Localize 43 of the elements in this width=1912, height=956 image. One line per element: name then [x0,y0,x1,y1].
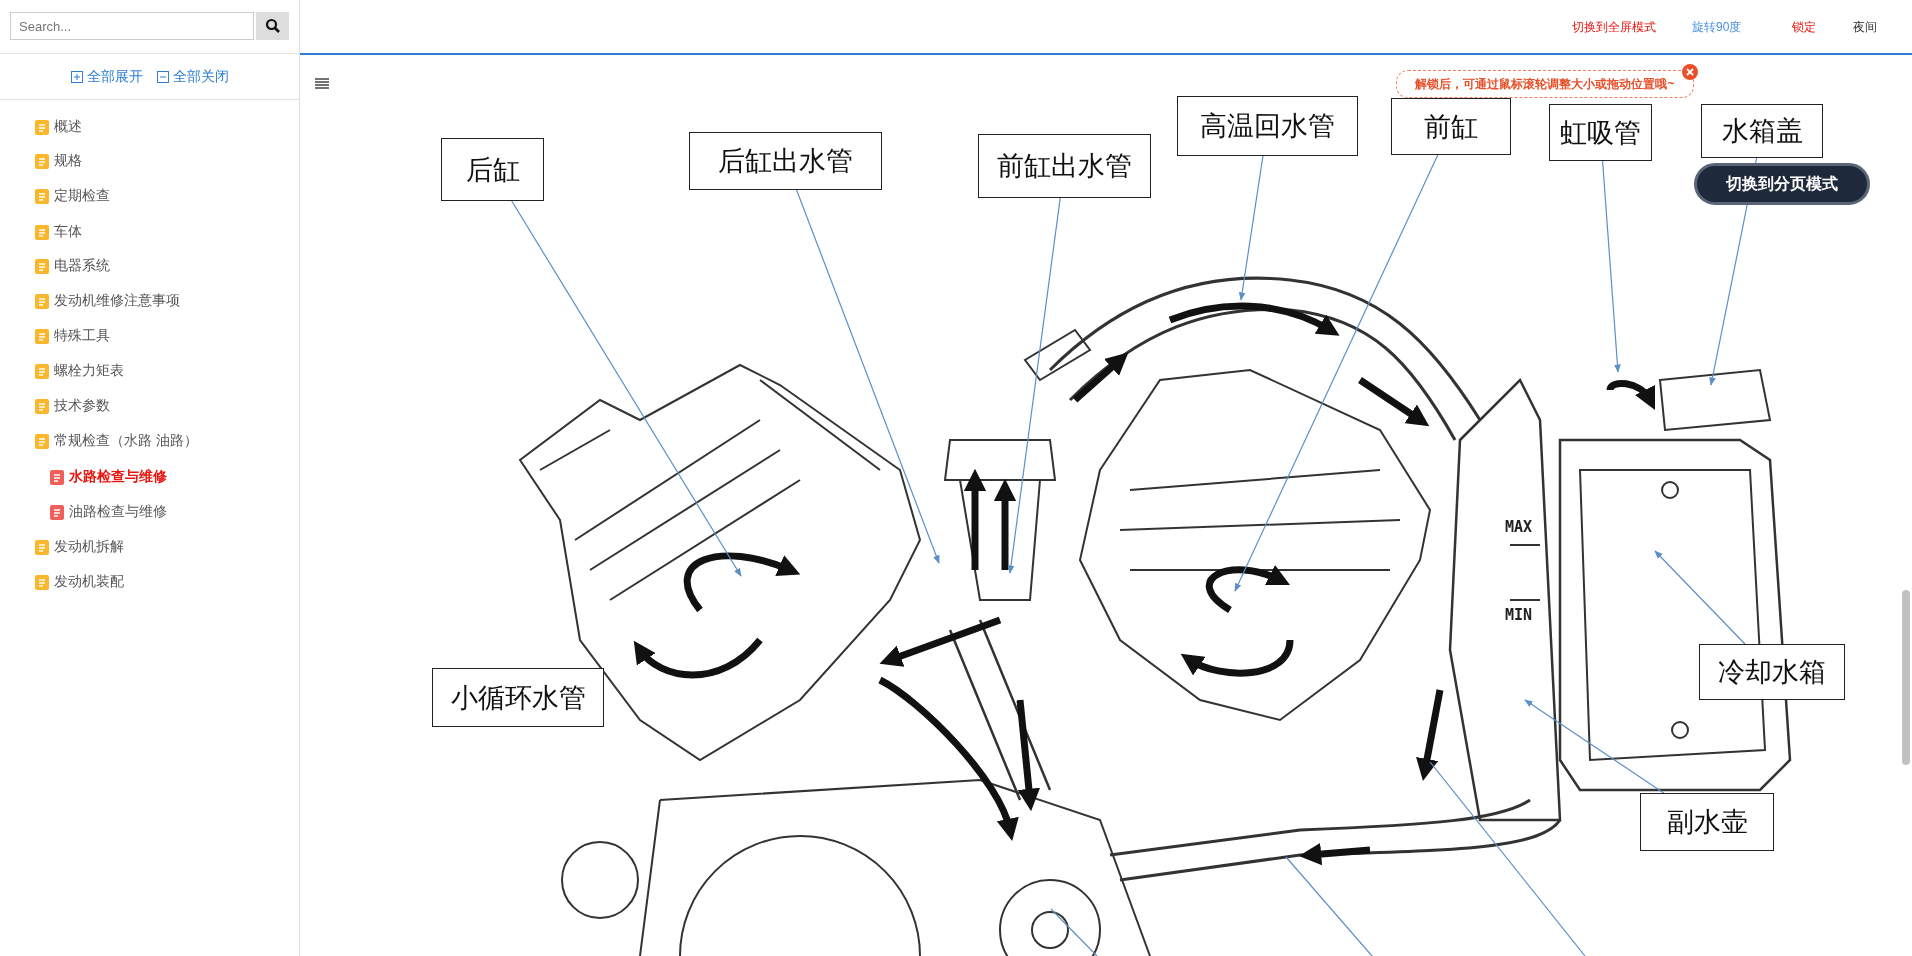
menu-item: 发动机拆解 [54,538,124,556]
menu-item: 油路检查与维修 [69,503,167,521]
menu-item: 螺栓力矩表 [54,362,124,380]
callout-label: 后缸 [441,138,544,201]
hint-tooltip: 解锁后，可通过鼠标滚轮调整大小或拖动位置哦~ [1396,70,1694,98]
search-field: Search... [10,12,254,40]
menu-item: 特殊工具 [54,327,110,345]
menu-item: 车体 [54,223,82,241]
leader-line [1007,197,1061,574]
night-mode-link: 夜间 [1853,19,1877,36]
leader-line [1238,155,1264,301]
callout-label: 前缸 [1391,98,1511,155]
callout-label: 前缸出水管 [978,134,1151,198]
menu-item: 水路检查与维修 [69,468,167,486]
callout-label: 后缸出水管 [689,132,882,190]
lock-link: 锁定 [1792,19,1816,36]
expand-all-link: 全部展开 [87,68,143,86]
page-mode-button: 切换到分页模式 [1694,163,1870,205]
menu-item: 常规检查（水路 油路） [54,432,198,450]
leader-line [511,200,742,577]
tank-level-mark: MAX [1505,518,1533,536]
callout-label: 水箱盖 [1701,104,1823,158]
tank-level-mark: MIN [1505,606,1533,624]
leader-line [1524,699,1665,794]
leader-line [1654,550,1746,645]
menu-item: 电器系统 [54,257,110,275]
rotate-link: 旋转90度 [1692,19,1742,36]
menu-item: 概述 [54,118,82,136]
leader-line [795,189,940,564]
menu-item: 技术参数 [54,397,110,415]
menu-item: 规格 [54,152,82,170]
callout-label: 小循环水管 [432,668,604,727]
leader-line [1602,160,1621,373]
callout-label: 冷却水箱 [1699,644,1845,700]
menu-item: 发动机装配 [54,573,124,591]
menu-item: 发动机维修注意事项 [54,292,180,310]
menu-item: 定期检查 [54,187,110,205]
fullscreen-link: 切换到全屏模式 [1572,19,1656,36]
callout-label: 虹吸管 [1549,104,1652,161]
callout-label: 高温回水管 [1177,96,1358,156]
leader-line [1234,154,1439,592]
collapse-all-link: 全部关闭 [173,68,229,86]
callout-label: 副水壶 [1640,793,1774,851]
